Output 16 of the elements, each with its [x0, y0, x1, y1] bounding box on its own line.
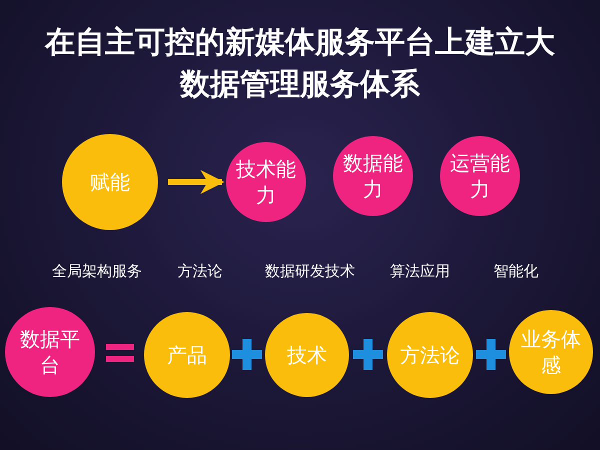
title: 在自主可控的新媒体服务平台上建立大数据管理服务体系	[44, 24, 556, 104]
circle-node: 业务体感	[509, 310, 593, 394]
circle-node: 技术	[265, 313, 349, 397]
circle-node: 方法论	[387, 312, 473, 398]
label: 全局架构服务	[52, 262, 142, 281]
label: 算法应用	[390, 262, 450, 281]
label: 方法论	[178, 262, 222, 281]
circle-node: 数据能力	[333, 136, 413, 216]
circle-node: 赋能	[62, 134, 158, 230]
label: 智能化	[494, 262, 538, 281]
circle-node: 技术能力	[226, 142, 306, 222]
circle-node: 运营能力	[440, 136, 520, 216]
label: 数据研发技术	[265, 262, 355, 281]
circle-node: 产品	[144, 312, 230, 398]
circle-node: 数据平台	[5, 307, 95, 397]
arrow	[168, 170, 224, 194]
